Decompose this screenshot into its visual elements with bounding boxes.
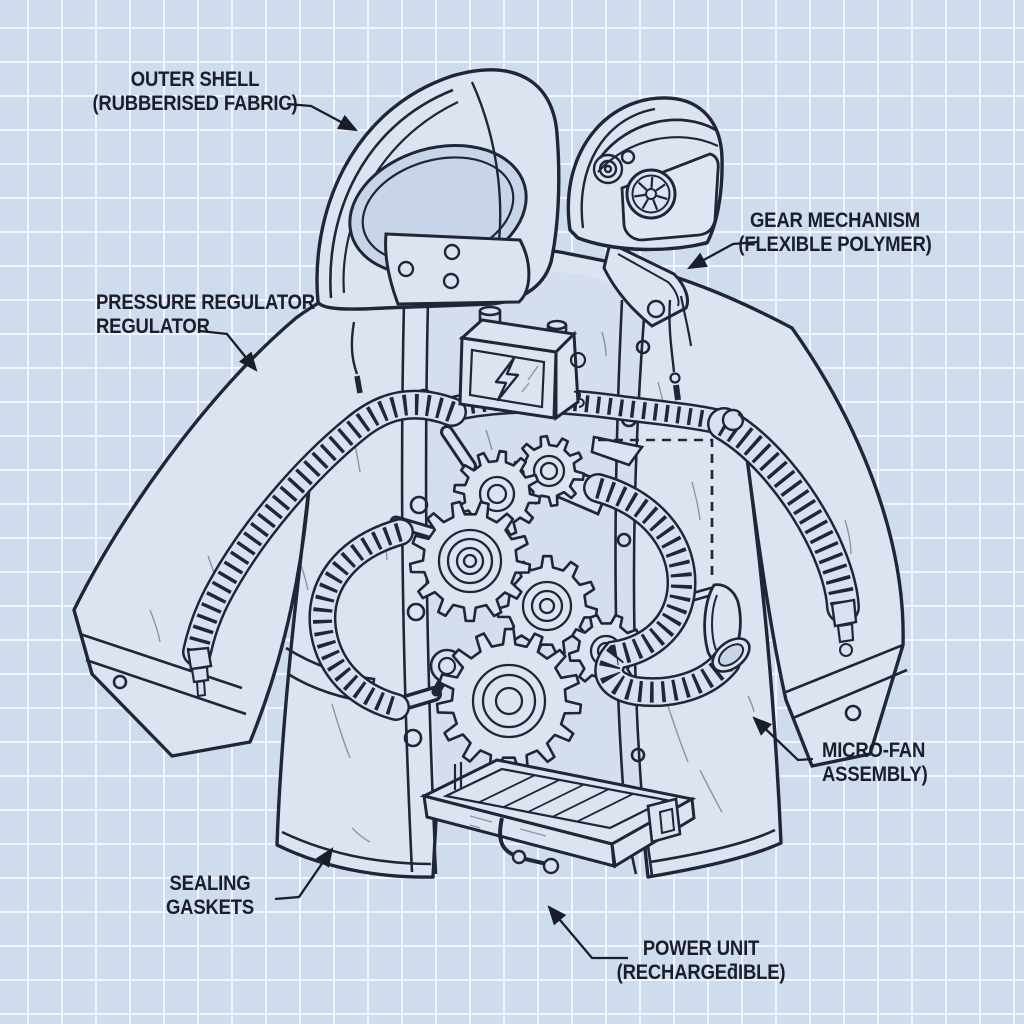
hose-open-end (711, 637, 751, 673)
helmet (566, 96, 724, 252)
micro-fan (625, 168, 677, 220)
label-line: REGULATOR (96, 314, 210, 338)
label-line: PRESSURE REGULATOR (96, 291, 315, 314)
lightning-bolt-icon (494, 356, 520, 402)
leader-arrow-power-unit (547, 905, 628, 960)
label-line: SEALING (169, 872, 251, 895)
hood-snaps (397, 243, 461, 290)
label-outer-shell: OUTER SHELL (RUBBERISED FABRIC) (81, 68, 310, 115)
leader-arrow-sealing-gaskets (274, 847, 334, 901)
crank-cord (498, 817, 560, 875)
hood-drawcord (350, 321, 363, 394)
leader-arrow-micro-fan (752, 716, 814, 762)
hose-left-sleeve (182, 389, 467, 667)
hose-right-nozzle (830, 598, 858, 657)
label-pressure-regulator: PRESSURE REGULATOR REGULATOR (96, 291, 342, 338)
label-line: (RUBBERISED FABRIC) (92, 91, 298, 115)
leader-arrow-pressure-regulator (199, 329, 258, 372)
leader-arrows (199, 102, 814, 960)
hose-left-nozzle (186, 646, 213, 698)
label-power-unit: POWER UNIT (RECHARGEƌIBLE) (595, 937, 806, 984)
leader-arrow-outer-shell (286, 102, 359, 132)
hood (315, 68, 561, 394)
gear-large-bottom (435, 627, 583, 774)
gear-small-back (512, 434, 586, 508)
collar (602, 240, 693, 401)
hose-right-sleeve (707, 407, 860, 624)
battery (458, 305, 587, 421)
dashed-guide-line (590, 435, 714, 580)
label-line: POWER UNIT (642, 937, 760, 960)
label-sealing-gaskets: SEALING GASKETS (122, 872, 298, 919)
label-line: (RECHARGEƌIBLE) (616, 960, 786, 984)
label-line: GASKETS (165, 895, 255, 919)
power-unit-tray (419, 758, 697, 875)
gear-mid-left (408, 500, 532, 623)
hose-left-loop (308, 518, 414, 721)
label-line: ASSEMBLY) (822, 762, 928, 786)
label-line: MICRO-FAN (822, 739, 926, 762)
label-line: (FLEXIBLE POLYMER) (738, 232, 932, 256)
gear-mid-right (495, 554, 599, 657)
helmet-hinge (592, 149, 636, 185)
label-gear-mechanism: GEAR MECHANISM (FLEXIBLE POLYMER) (721, 209, 950, 256)
leader-arrow-gear-mechanism (686, 240, 758, 270)
hose-shoulder-connector (721, 408, 745, 432)
hose-right-loop (583, 473, 741, 708)
label-line: OUTER SHELL (130, 68, 260, 91)
label-micro-fan: MICRO-FAN ASSEMBLY) (822, 739, 998, 786)
label-line: GEAR MECHANISM (749, 209, 921, 232)
